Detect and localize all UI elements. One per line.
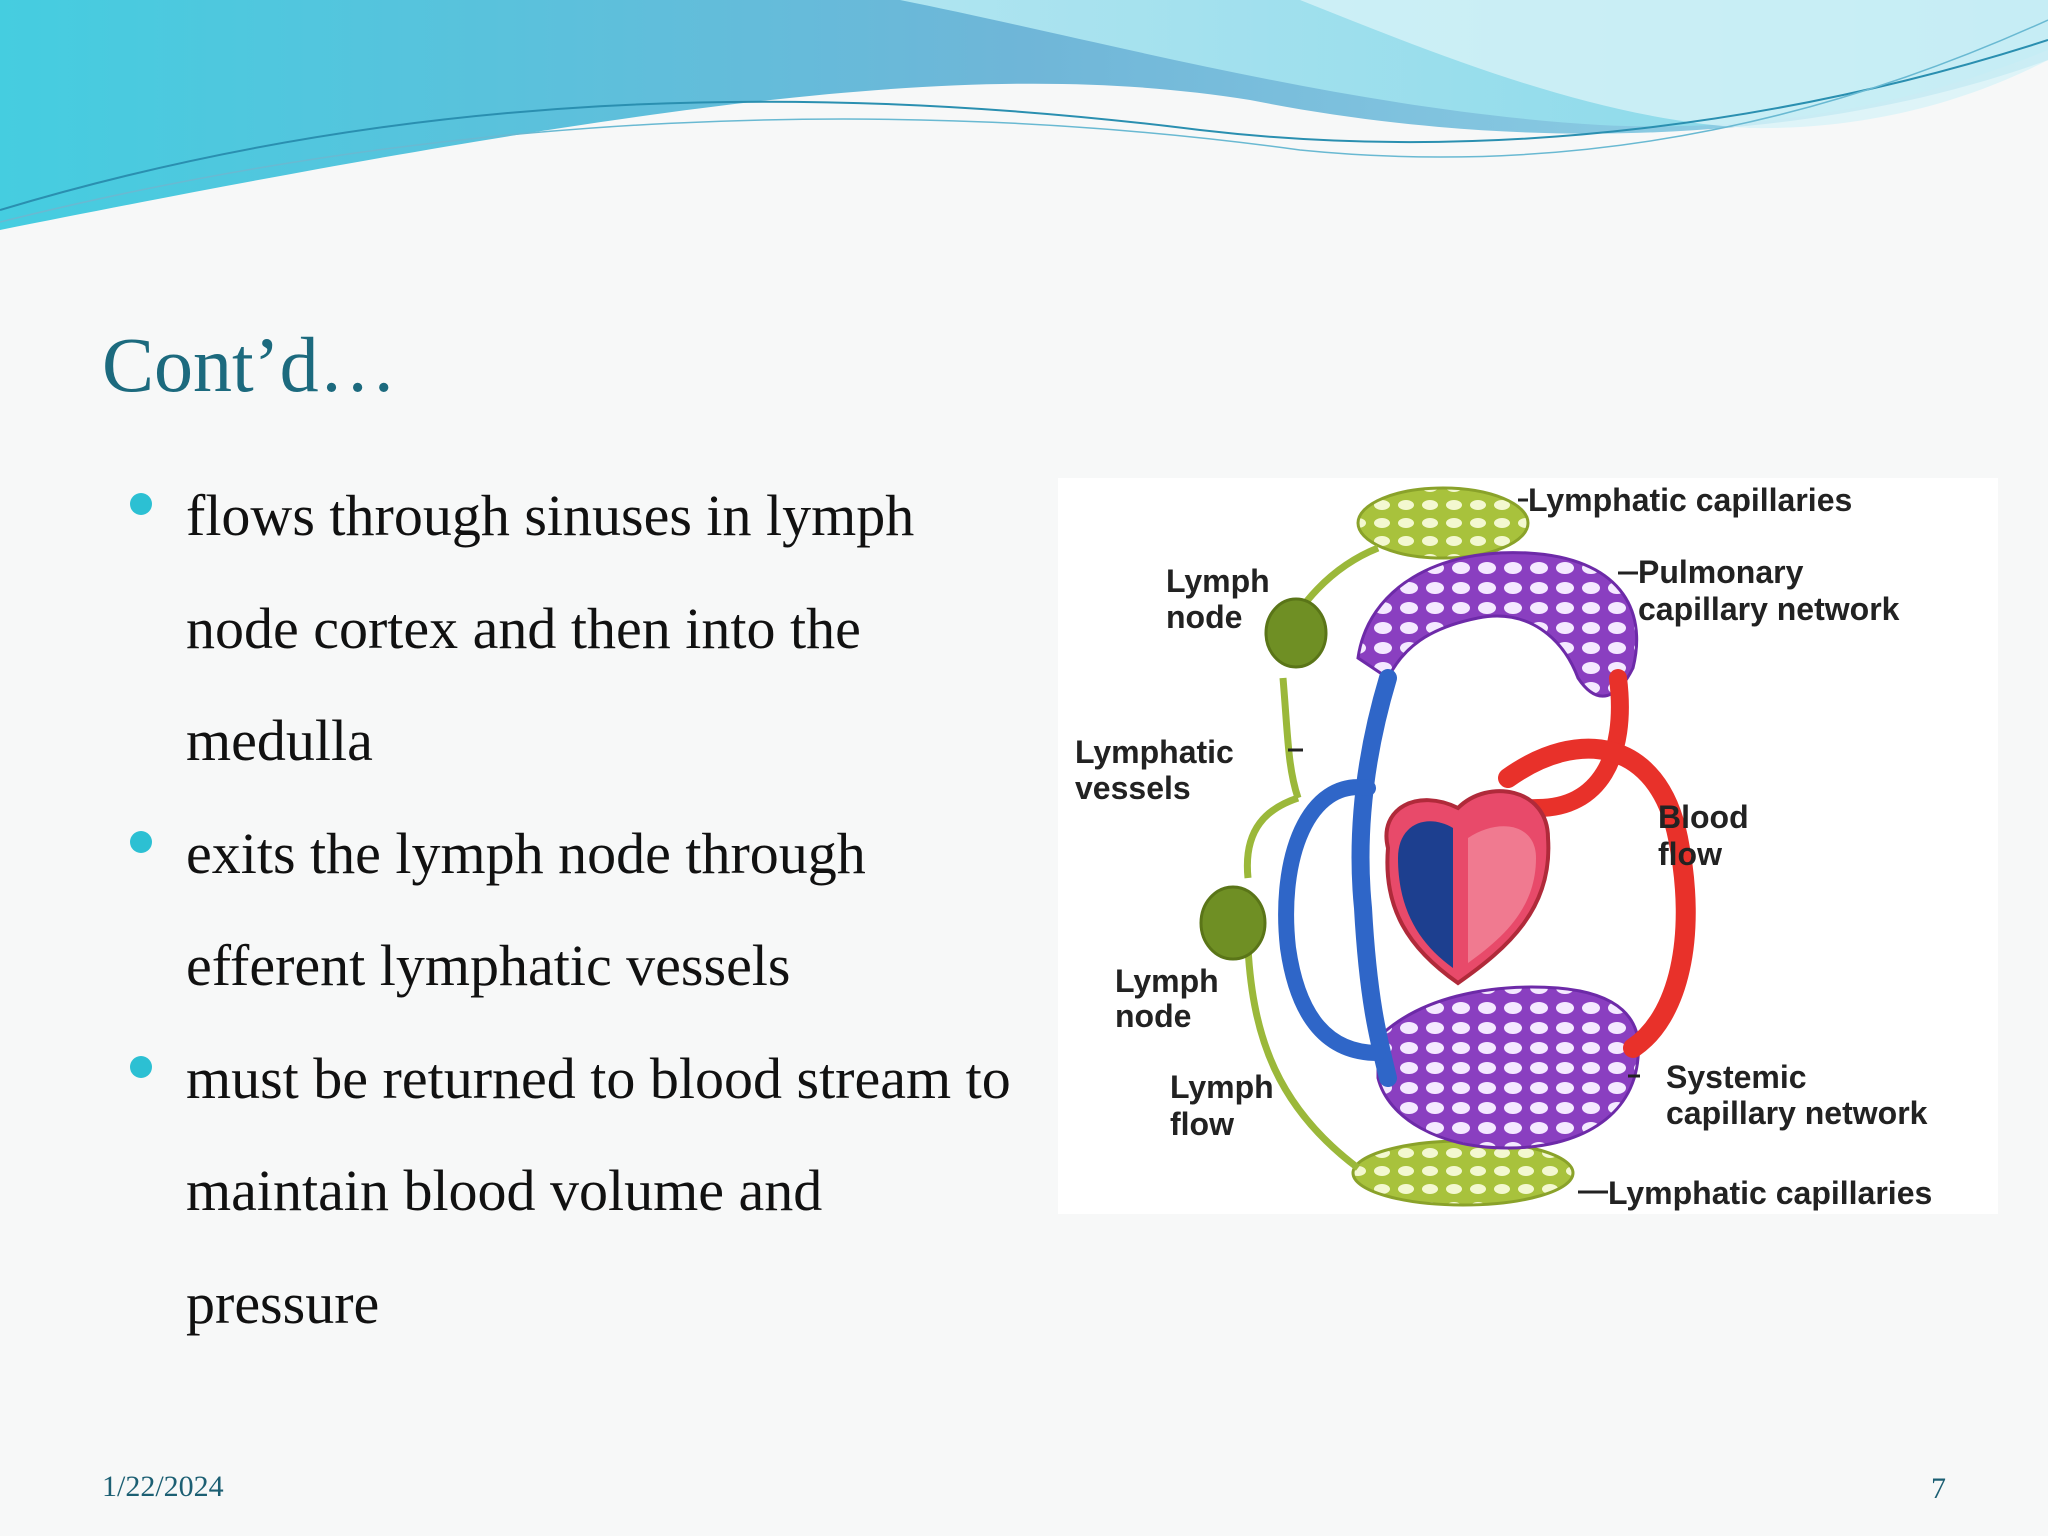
label-lymphatic-vessels-line1: Lymphatic [1075, 734, 1234, 770]
header-wave-banner [0, 0, 2048, 230]
label-lymphatic-capillaries-top: Lymphatic capillaries [1528, 482, 1852, 518]
heart-shape [1384, 789, 1551, 986]
lymphatic-capillaries-top-shape [1356, 486, 1530, 560]
bullet-item: flows through sinuses in lymph node cort… [128, 460, 1028, 798]
bullet-text: exits the lymph node through efferent ly… [186, 820, 866, 999]
bullet-dot-icon [130, 830, 152, 853]
lymph-node-bottom-shape [1199, 885, 1267, 961]
label-blood-flow-line1: Blood [1658, 799, 1749, 835]
label-lymph-flow-line1: Lymph [1170, 1069, 1274, 1105]
footer-date: 1/22/2024 [102, 1470, 224, 1503]
pulmonary-network-shape [1356, 551, 1639, 698]
label-pulmonary-line2: capillary network [1638, 591, 1900, 627]
label-lymphatic-capillaries-bottom: Lymphatic capillaries [1608, 1175, 1932, 1211]
lymph-node-top-shape [1264, 597, 1328, 669]
bullet-dot-icon [130, 1055, 152, 1078]
label-pulmonary-line1: Pulmonary [1638, 554, 1804, 590]
label-lymph-flow-line2: flow [1170, 1106, 1234, 1142]
label-lymphatic-vessels-line2: vessels [1075, 770, 1191, 806]
label-lymph-node-top-line2: node [1166, 599, 1242, 635]
systemic-network-shape [1376, 985, 1641, 1150]
bullet-list: flows through sinuses in lymph node cort… [128, 460, 1028, 1360]
bullet-dot-icon [130, 493, 152, 515]
label-lymph-node-top-line1: Lymph [1166, 563, 1270, 599]
bullet-item: must be returned to blood stream to main… [128, 1023, 1028, 1361]
label-lymph-node-bottom-line2: node [1115, 998, 1191, 1034]
lymph-vessel-lower [1244, 947, 1361, 1171]
label-systemic-line1: Systemic [1666, 1059, 1807, 1095]
lymphatic-circulation-diagram: Lymphatic capillaries Pulmonary capillar… [1058, 478, 1998, 1214]
blue-vein-outer [1278, 779, 1386, 1061]
bullet-text: flows through sinuses in lymph node cort… [186, 483, 915, 773]
lymph-vessel-middle [1279, 677, 1302, 800]
page-number: 7 [1931, 1472, 1946, 1505]
bullet-item: exits the lymph node through efferent ly… [128, 798, 1028, 1023]
lymphatic-capillaries-bottom-shape [1351, 1139, 1575, 1207]
red-artery-outer [1498, 738, 1696, 1058]
lymph-vessel-branch [1243, 794, 1300, 879]
label-lymph-node-bottom-line1: Lymph [1115, 963, 1219, 999]
slide-title: Cont’d… [102, 321, 397, 408]
bullet-text: must be returned to blood stream to main… [186, 1045, 1011, 1336]
label-blood-flow-line2: flow [1658, 836, 1722, 872]
blue-vein-loop [1351, 669, 1397, 1087]
label-systemic-line2: capillary network [1666, 1095, 1928, 1131]
